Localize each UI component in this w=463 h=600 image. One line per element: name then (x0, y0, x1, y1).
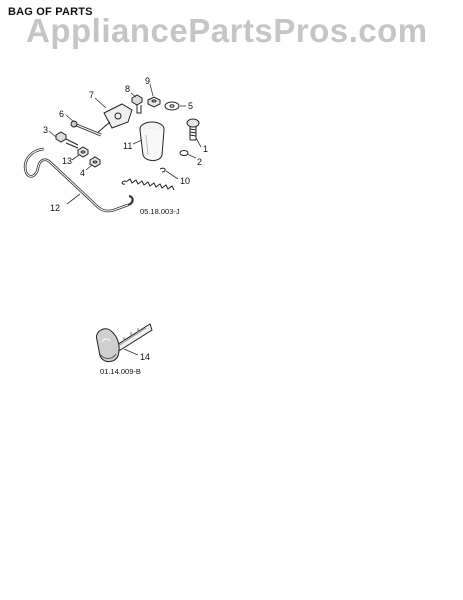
part-14-knob-rail (95, 323, 153, 363)
parts-diagram-2: 14 01.14.009-B (95, 323, 153, 376)
callout-11: 11 (123, 141, 132, 151)
part-5-washer (164, 101, 180, 111)
parts-diagram-1: 1 2 3 4 5 6 7 8 9 10 11 12 13 05.18.003-… (23, 76, 208, 216)
part-4-nut (89, 156, 101, 168)
callout-3: 3 (43, 125, 48, 135)
part-2-nut (179, 150, 189, 156)
callout-10: 10 (180, 176, 190, 186)
part-12-rod (23, 147, 134, 213)
part-10-spring (121, 167, 175, 191)
part-13-nut (77, 146, 89, 158)
diagram-1-ref-code: 05.18.003-J (140, 207, 180, 216)
callout-6: 6 (59, 109, 64, 119)
callout-1: 1 (203, 144, 208, 154)
callout-5: 5 (188, 101, 193, 111)
watermark: AppliancePartsPros.com (26, 12, 428, 49)
callout-2: 2 (197, 157, 202, 167)
callout-4: 4 (80, 168, 85, 178)
leader-lines (48, 83, 202, 205)
part-3-bolt (55, 131, 79, 149)
part-11-knob (139, 121, 165, 162)
callout-13: 13 (62, 156, 72, 166)
part-7-bracket (95, 103, 133, 135)
callout-7: 7 (89, 90, 94, 100)
callout-14: 14 (140, 352, 150, 362)
callout-12: 12 (50, 203, 60, 213)
part-8-bolt (131, 94, 143, 114)
part-9-nut (147, 96, 161, 108)
callout-9: 9 (145, 76, 150, 86)
callout-8: 8 (125, 84, 130, 94)
page-title: BAG OF PARTS (8, 6, 93, 18)
diagram-2-ref-code: 01.14.009-B (100, 367, 141, 376)
part-6-pin (70, 120, 102, 137)
part-1-bolt (186, 118, 200, 141)
